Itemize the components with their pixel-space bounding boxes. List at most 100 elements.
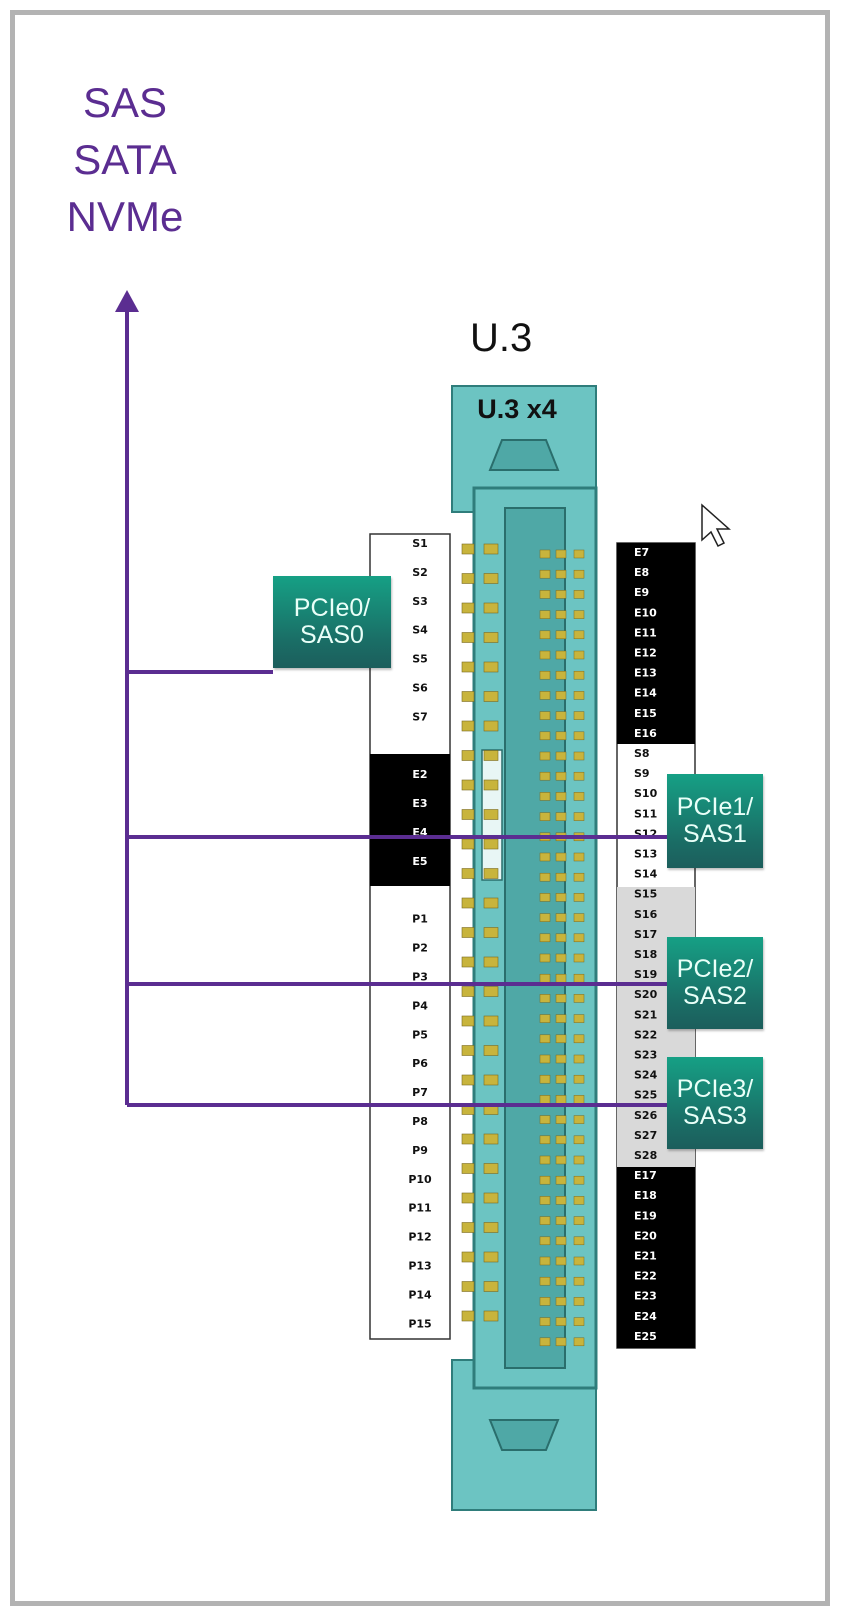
pin-contact: [555, 973, 567, 983]
pin-contact: [555, 1074, 567, 1084]
pin-contact: [539, 812, 551, 821]
pin-contact: [483, 1222, 499, 1233]
pin-contact: [539, 1095, 551, 1104]
right-pin-label: S17: [634, 928, 657, 941]
pin-contact: [555, 852, 567, 862]
pin-contact: [483, 1133, 499, 1145]
lane-badge-pcie1-sas1: PCIe1/ SAS1: [667, 774, 763, 868]
right-pin-label: S26: [634, 1109, 658, 1122]
pin-contact: [539, 893, 551, 902]
right-pin-label: E10: [634, 606, 657, 619]
pin-contact: [555, 1337, 567, 1347]
pin-contact: [573, 792, 585, 801]
right-pin-label: S10: [634, 787, 658, 800]
right-pin-label: S16: [634, 908, 658, 921]
pin-contact: [539, 1196, 551, 1205]
lane-badge-line2: SAS1: [683, 820, 747, 848]
pin-contact: [461, 809, 475, 820]
right-pin-label: S20: [634, 988, 658, 1001]
pin-contact: [555, 630, 567, 640]
pin-contact: [461, 897, 475, 909]
pin-contact: [555, 893, 567, 902]
right-pin-label: E18: [634, 1189, 657, 1202]
pin-contact: [555, 953, 567, 963]
pin-contact: [555, 1135, 567, 1145]
pin-contact: [555, 670, 567, 680]
protocol-nvme: NVMe: [66, 193, 184, 240]
right-pin-label: E7: [634, 546, 649, 559]
lane-badge-pcie2-sas2: PCIe2/ SAS2: [667, 937, 763, 1029]
pin-contact: [573, 751, 585, 761]
pin-contact: [539, 1054, 551, 1064]
right-pin-label: E17: [634, 1169, 657, 1182]
right-pin-label: S11: [634, 807, 657, 820]
left-pin-label: S5: [412, 653, 428, 666]
lane-badge-pcie3-sas3: PCIe3/ SAS3: [667, 1057, 763, 1149]
pin-contact: [555, 1014, 567, 1023]
pin-contact: [483, 779, 499, 791]
pin-contact: [555, 792, 567, 801]
pin-contact: [555, 1276, 567, 1286]
left-pin-label: S2: [412, 566, 428, 579]
right-pin-label: S24: [634, 1069, 658, 1082]
pin-contact: [555, 1216, 567, 1225]
pin-contact: [573, 1317, 585, 1326]
pin-contact: [483, 573, 499, 584]
left-pin-label: S4: [412, 624, 428, 637]
pin-contact: [555, 731, 567, 741]
pin-contact: [483, 1251, 499, 1263]
pin-contact: [483, 809, 499, 820]
left-pin-label: P12: [408, 1231, 431, 1244]
pin-contact: [555, 1256, 567, 1266]
left-pin-label: P7: [412, 1086, 428, 1099]
pin-contact: [539, 670, 551, 680]
right-pin-label: E9: [634, 586, 649, 599]
pin-contact: [539, 953, 551, 963]
pin-contact: [555, 1196, 567, 1205]
left-pin-label: S3: [412, 595, 428, 608]
pin-contact: [555, 1054, 567, 1064]
pin-contact: [461, 543, 475, 555]
pin-contact: [461, 1251, 475, 1263]
pin-contact: [573, 650, 585, 660]
right-pin-label: E12: [634, 647, 657, 660]
protocol-sas: SAS: [82, 79, 168, 126]
pin-contact: [555, 913, 567, 922]
pin-contact: [461, 750, 475, 761]
pin-contact: [573, 711, 585, 720]
left-pin-label: P3: [412, 971, 428, 984]
right-pin-label: S18: [634, 948, 657, 961]
pin-contact: [573, 1014, 585, 1023]
pin-contact: [573, 994, 585, 1003]
left-pin-label: S6: [412, 682, 428, 695]
left-pin-label: E6: [412, 884, 428, 897]
pin-contact: [483, 838, 499, 850]
pin-contact: [555, 1155, 567, 1165]
right-pin-label: E13: [634, 667, 657, 680]
pin-contact: [483, 632, 499, 643]
lane-badge-line1: PCIe1/: [676, 793, 754, 821]
pin-contact: [539, 1216, 551, 1225]
pin-contact: [539, 711, 551, 720]
pin-contact: [483, 868, 499, 879]
left-pin-label: P6: [412, 1057, 428, 1070]
pin-contact: [539, 1236, 551, 1246]
pin-contact: [573, 1135, 585, 1145]
diagram-frame: [10, 10, 830, 1606]
pin-contact: [483, 1163, 499, 1174]
pin-contact: [539, 852, 551, 862]
pin-contact: [483, 956, 499, 968]
pin-contact: [573, 872, 585, 882]
pin-contact: [573, 1256, 585, 1266]
pin-contact: [483, 750, 499, 761]
pin-contact: [539, 1155, 551, 1165]
pin-contact: [539, 590, 551, 599]
pin-contact: [573, 771, 585, 781]
connector-pin-contacts: [461, 543, 585, 1347]
pin-contact: [483, 720, 499, 732]
pin-contact: [539, 731, 551, 741]
pin-contact: [461, 868, 475, 879]
pin-contact: [461, 1074, 475, 1086]
pin-contact: [573, 731, 585, 741]
pin-contact: [555, 994, 567, 1003]
